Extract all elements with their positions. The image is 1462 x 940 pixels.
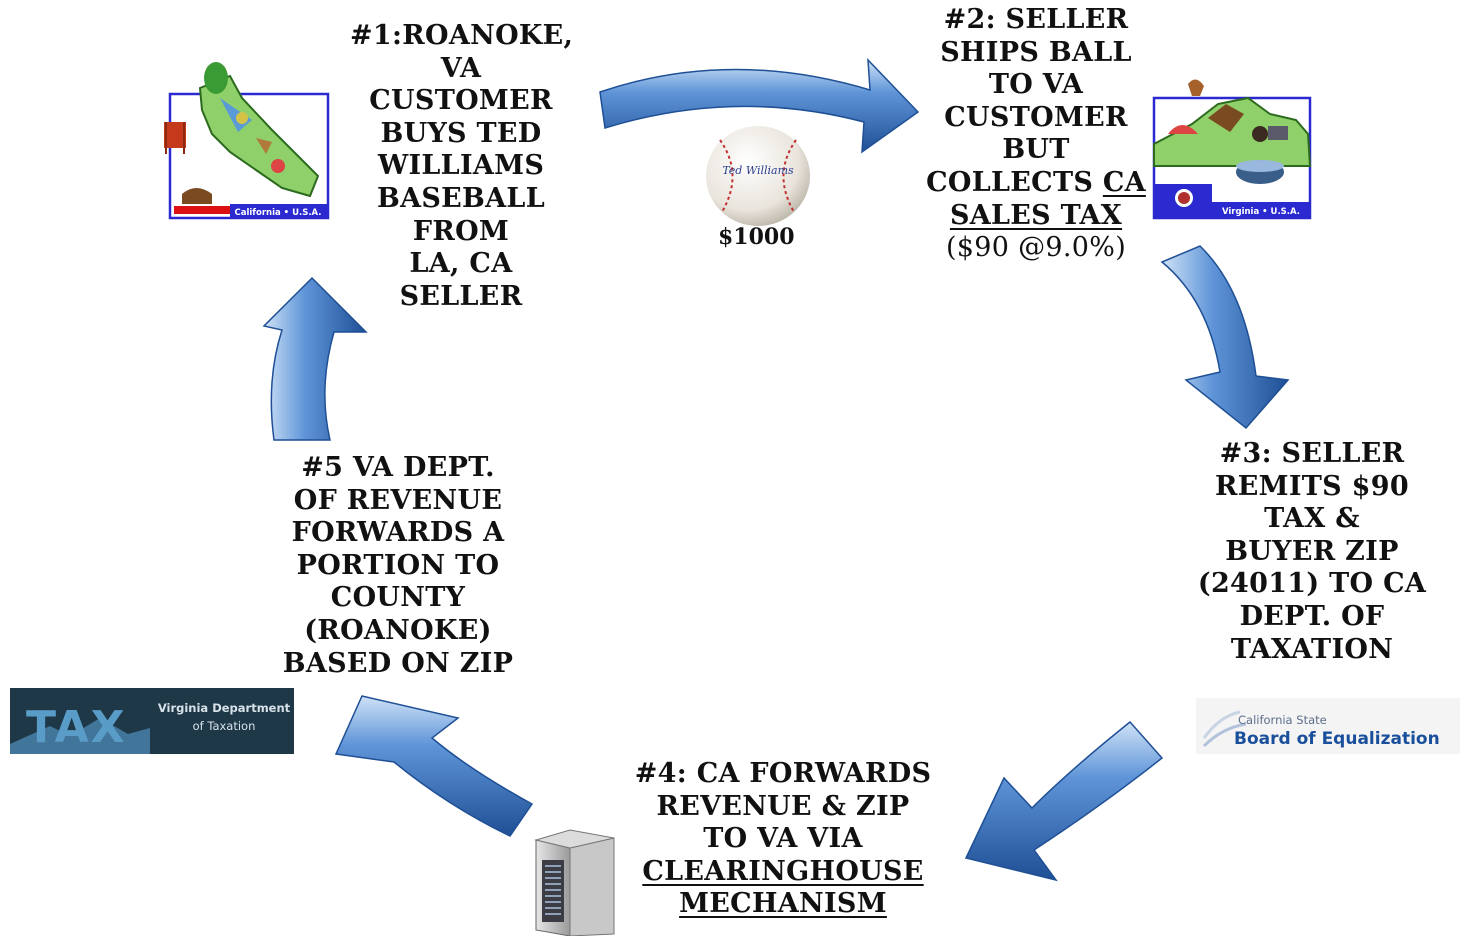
- step3-text: #3: SELLER REMITS $90 TAX & BUYER ZIP (2…: [1196, 438, 1428, 666]
- step4-text: #4: CA FORWARDS REVENUE & ZIP TO VA VIA …: [630, 758, 936, 921]
- arrow-step4-to-step5: [334, 695, 534, 837]
- step2-line: SHIPS BALL: [940, 36, 1132, 68]
- va-tax-line1: Virginia Department: [158, 701, 291, 715]
- california-map-caption: California • U.S.A.: [234, 208, 321, 218]
- step4-underlined-line: MECHANISM: [630, 888, 936, 921]
- step3-line: TAXATION: [1230, 633, 1394, 665]
- step5-line: PORTION TO: [296, 549, 500, 581]
- arrow-step3-to-step4: [964, 720, 1164, 882]
- step2-collects-line: COLLECTS CA: [920, 167, 1152, 200]
- baseball-signature: Ted Williams: [722, 164, 794, 177]
- step2-sales-tax-line: SALES TAX: [920, 200, 1152, 233]
- step1-line: BASEBALL: [377, 182, 545, 214]
- step1-line: SELLER: [399, 280, 523, 312]
- step1-line: #1:ROANOKE,: [350, 20, 574, 51]
- step5-line: OF REVENUE: [293, 484, 503, 516]
- step5-line: FORWARDS A: [291, 517, 505, 549]
- boe-logo: California State Board of Equalization: [1196, 698, 1460, 754]
- boe-line2: Board of Equalization: [1234, 729, 1440, 749]
- step4-line: #4: CA FORWARDS: [634, 758, 932, 789]
- step3-line: BUYER ZIP: [1225, 535, 1399, 567]
- step2-line: CUSTOMER: [944, 101, 1128, 133]
- step5-text: #5 VA DEPT. OF REVENUE FORWARDS A PORTIO…: [280, 452, 516, 680]
- step4-mechanism: MECHANISM: [679, 888, 887, 920]
- step4-underlined-line: CLEARINGHOUSE: [630, 856, 936, 889]
- price-label: $1000: [718, 224, 795, 250]
- california-map-icon: California • U.S.A.: [160, 58, 332, 222]
- step2-line: TO VA: [988, 69, 1084, 101]
- step3-line: (24011) TO CA: [1197, 568, 1427, 600]
- va-tax-word: TAX: [26, 702, 127, 753]
- step3-line: DEPT. OF: [1239, 600, 1385, 632]
- step4-line: TO VA VIA: [703, 823, 863, 855]
- server-icon: [528, 826, 620, 937]
- virginia-map-icon: Virginia • U.S.A.: [1148, 74, 1312, 222]
- arrow-step5-to-step1: [262, 276, 368, 441]
- step1-line: VA: [440, 52, 482, 84]
- arrow-step2-to-step3: [1160, 245, 1290, 430]
- step2-line: BUT: [1002, 134, 1070, 166]
- va-tax-line2: of Taxation: [193, 719, 256, 733]
- step2-collects-ca: CA: [1102, 166, 1146, 198]
- step3-line: TAX &: [1264, 503, 1360, 535]
- step3-line: REMITS $90: [1215, 470, 1409, 502]
- baseball-icon: Ted Williams: [700, 120, 818, 230]
- boe-line1: California State: [1238, 713, 1327, 727]
- step1-line: WILLIAMS: [377, 150, 545, 182]
- step1-line: BUYS TED: [380, 117, 542, 149]
- step4-clearinghouse: CLEARINGHOUSE: [642, 855, 924, 887]
- arrow-step1-to-step2: [599, 57, 920, 154]
- va-tax-logo: TAX Virginia Department of Taxation: [10, 688, 294, 754]
- step1-line: FROM: [412, 215, 510, 247]
- virginia-map-caption: Virginia • U.S.A.: [1222, 207, 1300, 217]
- step5-line: COUNTY: [330, 582, 466, 614]
- step3-line: #3: SELLER: [1219, 438, 1405, 469]
- step1-line: CUSTOMER: [369, 85, 553, 117]
- step2-text: #2: SELLER SHIPS BALL TO VA CUSTOMER BUT…: [920, 4, 1152, 265]
- step2-rate: ($90 @9.0%): [945, 232, 1127, 264]
- step1-line: LA, CA: [409, 248, 513, 280]
- step4-line: REVENUE & ZIP: [656, 790, 910, 822]
- step2-sales-tax: SALES TAX: [949, 199, 1123, 231]
- step5-line: #5 VA DEPT.: [301, 452, 495, 483]
- step1-text: #1:ROANOKE, VA CUSTOMER BUYS TED WILLIAM…: [350, 20, 574, 313]
- step2-line: #2: SELLER: [943, 4, 1129, 35]
- step5-line: (ROANOKE): [304, 614, 492, 646]
- step2-collects-prefix: COLLECTS: [926, 166, 1103, 198]
- step5-line: BASED ON ZIP: [282, 647, 514, 679]
